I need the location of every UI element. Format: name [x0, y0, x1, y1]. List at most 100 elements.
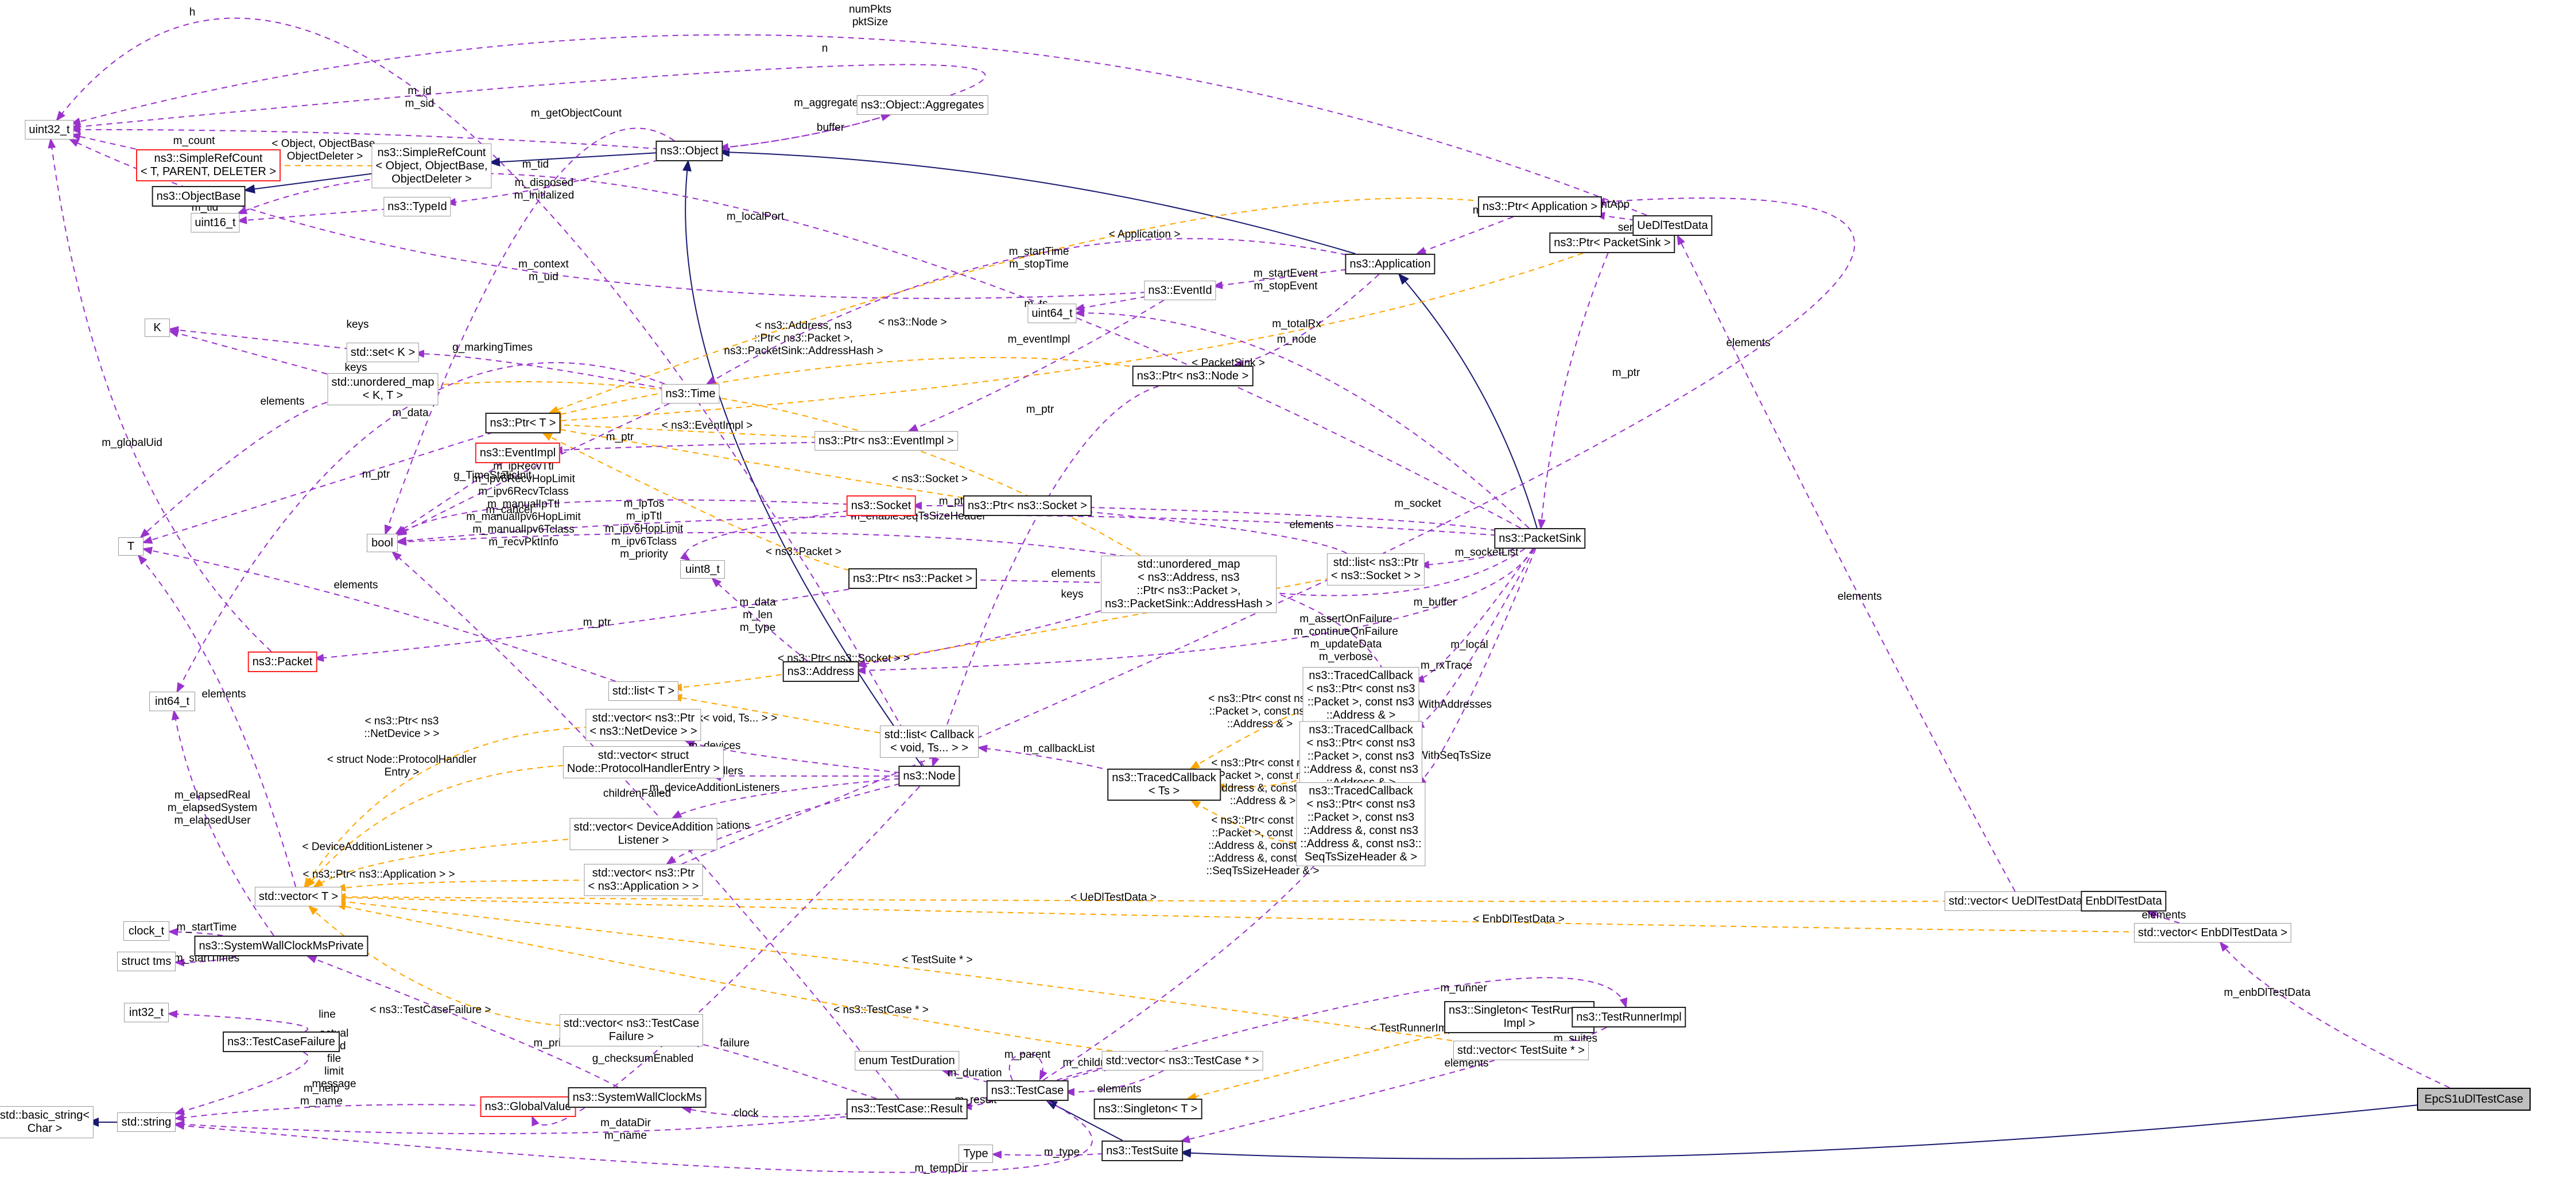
edge-node-uint32: [56, 17, 924, 766]
edge-app-object: [718, 148, 1356, 254]
edge-node-vec_nd: [684, 740, 901, 774]
class-node-result[interactable]: ns3::TestCase::Result: [846, 1099, 968, 1119]
class-node-set_k[interactable]: std::set< K >: [346, 343, 420, 362]
class-node-umap_kt[interactable]: std::unordered_map < K, T >: [327, 373, 439, 405]
class-node-uint32[interactable]: uint32_t: [25, 120, 74, 139]
edge-node-gv: [532, 786, 920, 1127]
edge-tcf-int32: [167, 1010, 308, 1032]
class-node-src_t[interactable]: ns3::SimpleRefCount < T, PARENT, DELETER…: [135, 149, 281, 181]
class-node-umap_addr[interactable]: std::unordered_map < ns3::Address, ns3 :…: [1101, 556, 1277, 613]
class-node-ptr_node[interactable]: ns3::Ptr< ns3::Node >: [1132, 366, 1254, 386]
edge-vec_tcf-vec_t: [308, 905, 572, 1027]
edge-list_cb-list_t: [672, 693, 880, 734]
class-node-vec_dal[interactable]: std::vector< DeviceAddition Listener >: [569, 818, 717, 850]
class-node-addr[interactable]: ns3::Address: [782, 661, 859, 682]
class-node-node[interactable]: ns3::Node: [898, 766, 960, 786]
class-node-single_t[interactable]: ns3::Singleton< T >: [1093, 1099, 1202, 1119]
class-node-eventimpl[interactable]: ns3::EventImpl: [475, 443, 561, 463]
class-node-time[interactable]: ns3::Time: [661, 384, 720, 404]
class-node-vec_ue[interactable]: std::vector< UeDlTestData >: [1944, 891, 2097, 911]
class-node-list_t[interactable]: std::list< T >: [608, 681, 679, 701]
edge-tcb3-tcb: [1190, 800, 1305, 843]
edge-set_k-k: [168, 326, 351, 350]
edge-ptr_ps-psink: [1538, 253, 1609, 530]
edge-swcmp-int64: [171, 709, 274, 936]
class-node-ptr_sock[interactable]: ns3::Ptr< ns3::Socket >: [963, 495, 1092, 516]
class-node-gv[interactable]: ns3::GlobalValue: [480, 1096, 576, 1117]
class-node-ptr_app[interactable]: ns3::Ptr< Application >: [1477, 196, 1603, 217]
edge-eventid-ptr_ei: [907, 300, 1165, 432]
class-node-list_sock[interactable]: std::list< ns3::Ptr < ns3::Socket > >: [1326, 553, 1425, 585]
edge-eventid-uint64: [1074, 296, 1147, 312]
class-node-vec_t[interactable]: std::vector< T >: [254, 887, 343, 906]
class-node-src_o[interactable]: ns3::SimpleRefCount < Object, ObjectBase…: [371, 144, 492, 188]
class-node-swcmp[interactable]: ns3::SystemWallClockMsPrivate: [194, 936, 368, 956]
class-node-ptr_t[interactable]: ns3::Ptr< T >: [485, 413, 561, 433]
class-node-list_cb[interactable]: std::list< Callback < void, Ts... > >: [880, 726, 979, 758]
class-node-t[interactable]: T: [118, 537, 143, 556]
edge-object-src_o: [488, 152, 659, 167]
class-node-enbdl[interactable]: EnbDlTestData: [2081, 891, 2167, 912]
class-node-object[interactable]: ns3::Object: [655, 141, 723, 161]
edge-vec_ph-vec_t: [305, 764, 575, 889]
edge-psink-list_sock: [1419, 548, 1515, 569]
class-node-app[interactable]: ns3::Application: [1345, 254, 1436, 274]
class-node-bool[interactable]: bool: [367, 534, 398, 552]
class-node-uint64[interactable]: uint64_t: [1027, 304, 1077, 323]
edge-vec_tcp-vec_t: [335, 902, 1113, 1052]
class-node-vec_ts[interactable]: std::vector< TestSuite * >: [1453, 1041, 1589, 1060]
class-node-ptr_pkt[interactable]: ns3::Ptr< ns3::Packet >: [848, 568, 977, 589]
class-node-tcb2[interactable]: ns3::TracedCallback < ns3::Ptr< const ns…: [1299, 721, 1423, 792]
class-node-clock_t[interactable]: clock_t: [123, 921, 169, 941]
class-node-tc[interactable]: ns3::TestCase: [986, 1080, 1069, 1101]
class-node-dur[interactable]: enum TestDuration: [855, 1051, 959, 1071]
class-node-tri[interactable]: ns3::TestRunnerImpl: [1572, 1007, 1686, 1027]
class-node-tcb[interactable]: ns3::TracedCallback < Ts >: [1107, 769, 1221, 801]
class-node-int64[interactable]: int64_t: [149, 692, 195, 711]
class-node-uint16[interactable]: uint16_t: [191, 213, 240, 232]
edge-app-eventid: [1212, 269, 1347, 289]
class-node-str[interactable]: std::string: [117, 1112, 176, 1132]
class-node-tcf[interactable]: ns3::TestCaseFailure: [223, 1031, 340, 1052]
edge-ptr_app-app: [1415, 216, 1514, 255]
class-node-swcm[interactable]: ns3::SystemWallClockMs: [568, 1087, 707, 1108]
class-node-type[interactable]: Type: [959, 1145, 993, 1163]
class-node-vec_tcp[interactable]: std::vector< ns3::TestCase * >: [1101, 1051, 1263, 1071]
class-node-k[interactable]: K: [145, 319, 170, 337]
class-node-epc[interactable]: EpcS1uDlTestCase: [2417, 1088, 2531, 1111]
class-node-uint8[interactable]: uint8_t: [680, 560, 725, 579]
class-node-ptr_ei[interactable]: ns3::Ptr< ns3::EventImpl >: [814, 431, 958, 451]
edge-tc-result: [961, 1100, 994, 1111]
edge-swcmp-clock_t: [168, 928, 223, 936]
class-node-aggr[interactable]: ns3::Object::Aggregates: [856, 95, 988, 115]
class-node-vec_nd[interactable]: std::vector< ns3::Ptr < ns3::NetDevice >…: [585, 709, 701, 741]
class-node-socket[interactable]: ns3::Socket: [846, 495, 916, 516]
class-node-vec_enb[interactable]: std::vector< EnbDlTestData >: [2133, 923, 2292, 943]
edge-node-vec_app: [665, 783, 901, 865]
edge-result-swcm: [681, 1106, 851, 1118]
class-node-tms[interactable]: struct tms: [117, 952, 176, 971]
class-node-objbase[interactable]: ns3::ObjectBase: [152, 186, 246, 207]
class-node-packet[interactable]: ns3::Packet: [247, 651, 317, 672]
class-node-tcb3[interactable]: ns3::TracedCallback < ns3::Ptr< const ns…: [1296, 782, 1426, 866]
class-node-vec_ph[interactable]: std::vector< struct Node::ProtocolHandle…: [562, 746, 724, 778]
class-node-vec_tcf[interactable]: std::vector< ns3::TestCase Failure >: [559, 1014, 704, 1046]
class-node-tsuite[interactable]: ns3::TestSuite: [1101, 1141, 1183, 1161]
edge-typeid-uint16: [236, 208, 388, 224]
edge-psink-app: [1398, 273, 1538, 529]
class-node-eventid[interactable]: ns3::EventId: [1144, 281, 1216, 300]
edge-psink-addr: [855, 548, 1534, 674]
class-node-tcb1[interactable]: ns3::TracedCallback < ns3::Ptr< const ns…: [1302, 667, 1419, 724]
class-node-bstr[interactable]: std::basic_string< Char >: [0, 1106, 94, 1138]
edge-node-vec_dal: [671, 778, 901, 819]
edge-epc-vec_enb: [2219, 941, 2450, 1088]
class-node-ptr_ps[interactable]: ns3::Ptr< PacketSink >: [1549, 232, 1675, 253]
edge-ptr_sock-ptr_t: [551, 425, 974, 500]
class-node-uedl[interactable]: UeDlTestData: [1632, 215, 1713, 236]
class-node-psink[interactable]: ns3::PacketSink: [1494, 528, 1586, 549]
class-node-int32[interactable]: int32_t: [124, 1003, 169, 1022]
class-node-typeid[interactable]: ns3::TypeId: [383, 197, 451, 216]
class-node-vec_app[interactable]: std::vector< ns3::Ptr < ns3::Application…: [584, 864, 703, 896]
edge-time-int64: [176, 362, 665, 693]
